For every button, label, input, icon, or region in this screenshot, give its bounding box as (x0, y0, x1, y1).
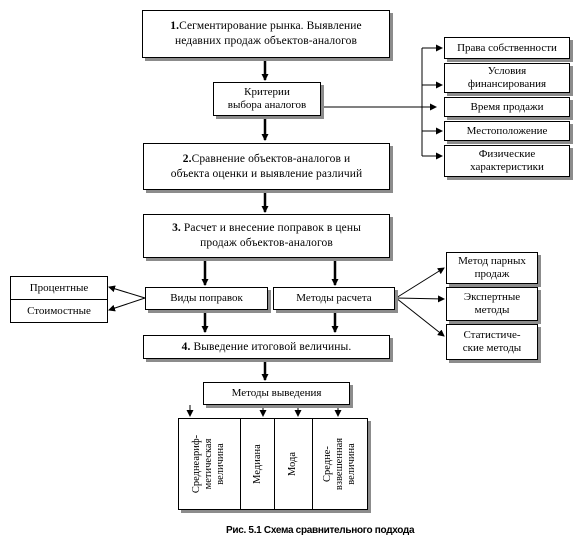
arrow-to-statistical (395, 297, 445, 337)
method-expert-label: Экспертные методы (463, 291, 521, 316)
criteria-text: Критерии выбора аналогов (227, 86, 307, 111)
criteria-item-financing: Условия финансирования (444, 63, 570, 93)
method-paired-sales-box: Метод парных продаж (446, 252, 538, 284)
criteria-box: Критерии выбора аналогов (213, 82, 321, 116)
calc-methods-box: Методы расчета (273, 287, 395, 310)
derivation-methods-label: Методы выведения (231, 387, 322, 399)
derivation-mode-label: Мода (287, 451, 299, 477)
kind-cost-label: Стоимостные (27, 304, 91, 317)
derivation-median-cell: Медиана (241, 419, 274, 509)
step4-box: 4. Выведение итоговой величины. (143, 335, 390, 359)
criteria-item-label: Местоположение (466, 124, 548, 137)
arrow-to-expert (395, 295, 445, 303)
derivation-weighted-label: Средне- взвешенная величина (321, 437, 357, 491)
step4-text: Выведение итоговой величины. (193, 340, 352, 353)
arrow-to-cost (108, 297, 146, 312)
derivation-mean-label: Среднеариф- метическая величина (191, 434, 227, 494)
step4-number: 4. (181, 340, 191, 353)
kind-percent-label: Процентные (29, 281, 89, 294)
kind-cost-box: Стоимостные (10, 299, 108, 323)
arrow-to-percent (108, 285, 146, 299)
derivation-divider (274, 418, 275, 510)
kind-percent-box: Процентные (10, 276, 108, 300)
criteria-item-location: Местоположение (444, 121, 570, 141)
criteria-item-label: Условия финансирования (467, 65, 547, 90)
criteria-item-label: Физические характеристики (470, 148, 544, 173)
step3-box: 3. Расчет и внесение поправок в цены про… (143, 214, 390, 258)
criteria-item-sale-time: Время продажи (444, 97, 570, 117)
step2-text: Сравнение объектов-аналогов и объекта оц… (170, 152, 363, 180)
adjustment-kinds-label: Виды поправок (170, 292, 243, 304)
criteria-item-physical: Физические характеристики (444, 145, 570, 177)
derivation-weighted-cell: Средне- взвешенная величина (313, 419, 367, 509)
figure-caption: Рис. 5.1 Схема сравнительного подхода (226, 525, 415, 536)
arrow-to-paired-sales (395, 267, 445, 299)
step3-number: 3. (172, 222, 181, 234)
step1-text: Сегментирование рынка. Выявление недавни… (174, 20, 362, 47)
derivation-mean-cell: Среднеариф- метическая величина (179, 419, 240, 509)
step3-text: Расчет и внесение поправок в цены продаж… (183, 222, 361, 249)
step1-box: 1.Сегментирование рынка. Выявление недав… (142, 10, 390, 58)
derivation-divider (240, 418, 241, 510)
derivation-mode-cell: Мода (275, 419, 312, 509)
adjustment-kinds-box: Виды поправок (145, 287, 268, 310)
method-paired-sales-label: Метод парных продаж (458, 255, 526, 280)
derivation-median-label: Медиана (251, 444, 263, 484)
criteria-item-label: Время продажи (470, 100, 544, 113)
derivation-methods-box: Методы выведения (203, 382, 350, 405)
criteria-item-label: Права собственности (457, 41, 557, 54)
calc-methods-label: Методы расчета (296, 292, 372, 304)
step1-number: 1. (170, 20, 180, 32)
step2-number: 2. (182, 152, 192, 165)
derivation-divider (312, 418, 313, 510)
step2-box: 2.Сравнение объектов-аналогов и объекта … (143, 143, 390, 190)
method-statistical-box: Статистиче- ские методы (446, 324, 538, 360)
method-statistical-label: Статистиче- ские методы (462, 329, 522, 354)
derivation-methods-table (178, 418, 368, 510)
criteria-item-ownership: Права собственности (444, 37, 570, 59)
method-expert-box: Экспертные методы (446, 287, 538, 321)
